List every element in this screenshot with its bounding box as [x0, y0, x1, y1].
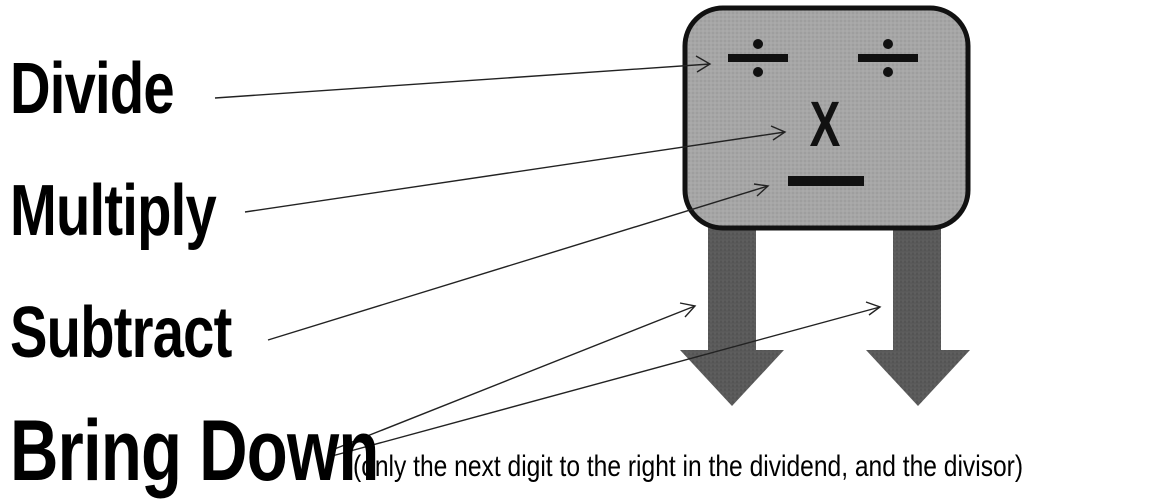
subtract-label: Subtract [10, 293, 232, 373]
bring-down-arrow-left [680, 222, 784, 406]
bring-down-arrow-right [866, 222, 970, 406]
bring-down-note: (only the next digit to the right in the… [353, 450, 1024, 483]
divide-eye-right-icon [858, 39, 918, 77]
bring-down-label: Bring Down [10, 403, 379, 499]
divide-eye-left-icon [728, 39, 788, 77]
face-box [682, 5, 971, 231]
subtract-mouth-icon [788, 176, 864, 186]
multiply-nose-icon: X [810, 89, 841, 160]
multiply-label: Multiply [10, 171, 217, 251]
divide-label: Divide [10, 49, 175, 129]
pointer-lines [214, 55, 882, 457]
